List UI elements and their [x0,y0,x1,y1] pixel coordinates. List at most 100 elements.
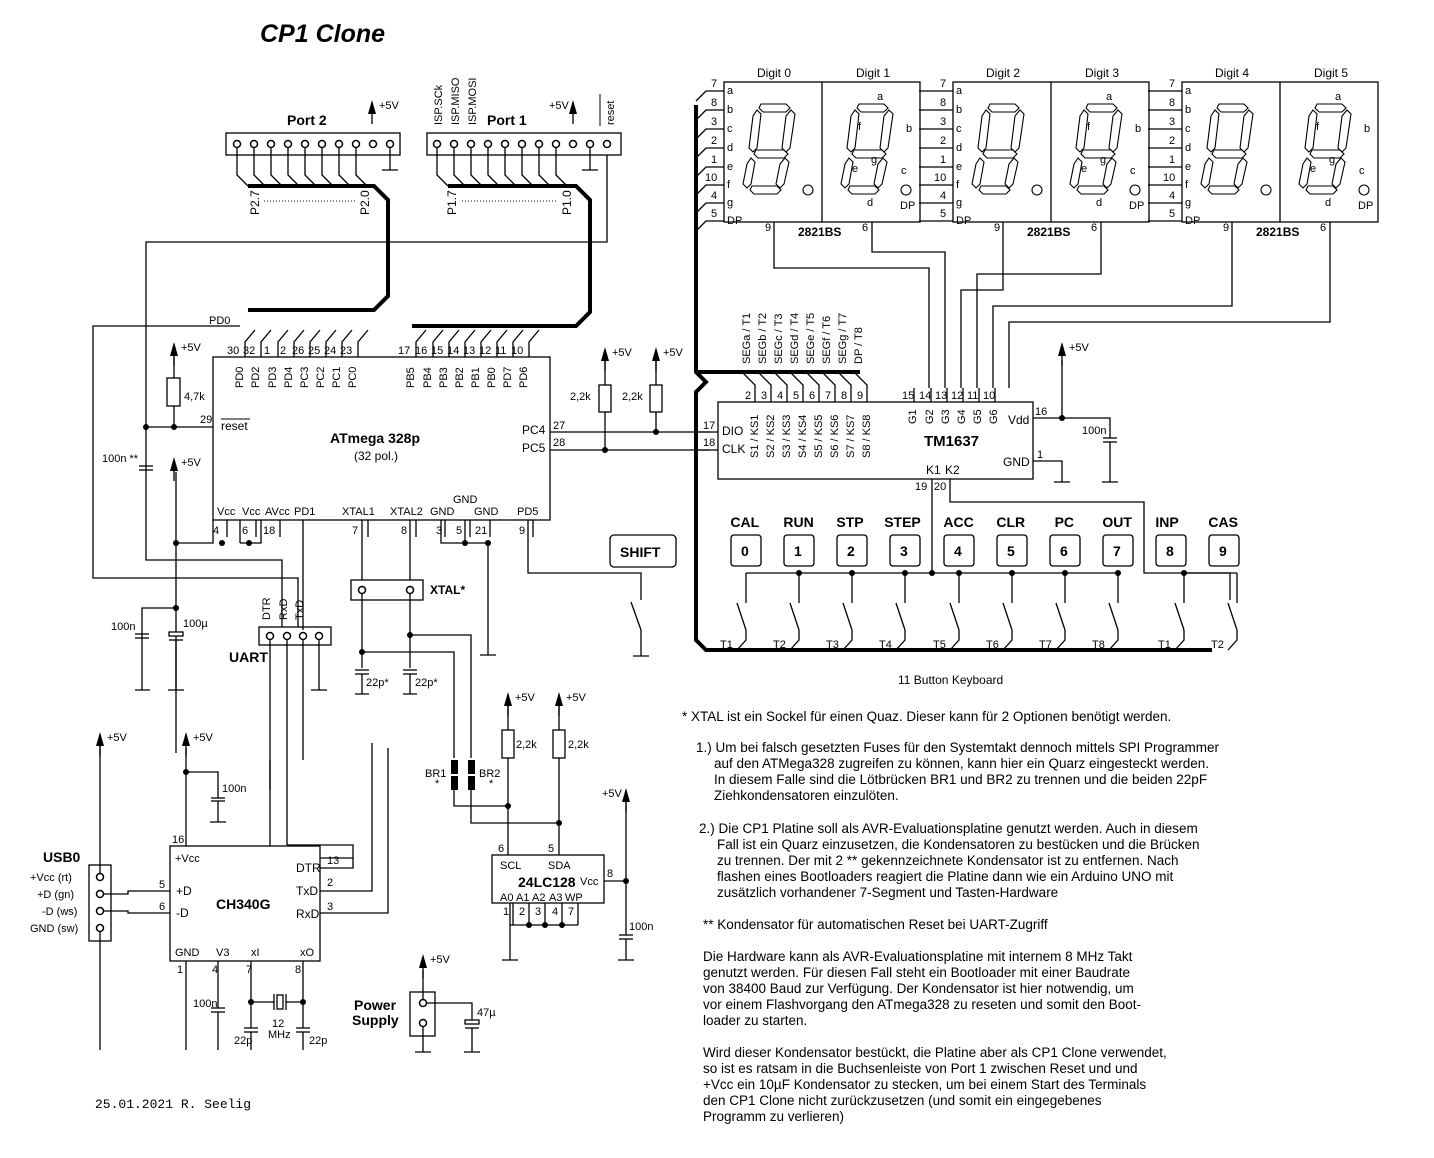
bridge-1-star: * [435,778,440,790]
display-part-number: 2821BS [798,225,841,239]
mcu-pin-name: Vcc [242,506,261,518]
reset-cap-value: 100n ** [102,453,139,465]
tm1637-seg-label: SEGa / T1 [741,313,753,364]
vcc-arrow-icon: +5V [419,954,451,978]
seg-label-g: g [1329,154,1335,166]
tm1637-seg-label: SEGf / T6 [821,316,833,364]
mcu-pin-number: 14 [447,345,459,357]
bridge-1-label: BR1 [425,768,446,780]
tm1637-pin-number: 11 [967,390,978,402]
shift-key[interactable]: SHIFT [609,534,677,568]
seg-label-f: f [1087,121,1091,133]
key-function-label: PC [1055,514,1074,530]
ch340-v3-num: 4 [212,964,218,976]
port-1-label: Port 1 [487,112,527,128]
seg-pin-number: 2 [711,135,717,147]
eeprom-cap: 100n [629,921,653,933]
tm1637-clk-num: 18 [703,437,715,449]
vcc-arrow-icon: +5V [555,692,587,716]
seg-pin-number: 10 [934,172,946,184]
seg-label-c: c [1359,165,1365,177]
mcu-pin-number: 1 [264,345,270,357]
key-function-label: STEP [884,514,921,530]
seg-pin-number: 1 [711,154,717,166]
note-option-1-line: auf den ATMega328 zugreifen zu können, k… [714,756,1209,771]
seg-pin-name: a [727,85,734,97]
tm1637-seg-label: SEGc / T3 [773,313,785,364]
key-function-label: CAS [1208,514,1238,530]
key-switch-label: T1 [1158,639,1171,651]
seg-label-f: f [858,121,862,133]
mcu-pin-number: 17 [398,345,410,357]
common-pin-6: 6 [862,222,868,234]
mcu-pin-number: 25 [308,345,320,357]
tm1637-k1-name: K1 [926,463,941,477]
key-switch-label: T1 [720,639,733,651]
tm1637-key-scan-label: S8 / KS8 [861,415,873,458]
i2c-pullups: 2,2k 2,2k [550,360,710,453]
seg-pin-number: 4 [940,190,946,202]
ch340-xi-num: 7 [246,964,252,976]
port-1-range-end: P1.0 [560,190,574,215]
mcu-pin-name: XTAL2 [390,506,423,518]
seg-pin-number: 7 [1169,78,1175,90]
mcu-pin-name: PD6 [518,367,530,388]
vcc-label: +5V [107,732,128,744]
mcu-pin-name: PC0 [347,367,359,388]
eeprom-addr-num: 7 [568,906,574,918]
seg-label-c: c [901,165,907,177]
ch340-gnd-num: 1 [177,964,183,976]
isp-sck-label: ISP.SCk [433,84,445,125]
seg-label-dp: DP [1129,200,1144,212]
mcu-pin-number: 32 [243,345,255,357]
eeprom-addr-name: A0 [500,892,513,904]
uart-header: DTR RxD TxD UART [229,520,354,860]
usb-pin-dp: +D (gn) [37,889,74,901]
port-1-pin [500,139,510,149]
seg-pin-name: c [956,123,962,135]
seg-label-c: c [1130,165,1136,177]
ch340-rxd-name: RxD [296,907,320,921]
mcu-decoupling-cap: 100n [111,621,135,633]
seg-pin-name: d [956,142,962,154]
note-paragraph-1-line: loader zu starten. [703,1013,807,1028]
mcu-pin-number: 7 [352,525,358,537]
seg-pin-number: 8 [711,97,717,109]
port-1-pin [551,139,561,149]
seg-pin-name: b [1185,104,1191,116]
key-number-label: 5 [1007,543,1015,559]
seg-pin-name: f [727,179,731,191]
port-1-pin [432,139,442,149]
port-1-range-start: P1.7 [445,190,459,215]
key-switch-label: T5 [933,639,946,651]
mcu-pin-number: 6 [242,525,248,537]
seg-pin-number: 10 [1163,172,1175,184]
tm1637-seg-label: SEGg / T7 [837,313,849,364]
power-supply-connector: Power Supply 47µ [352,970,496,1053]
mcu-pin-name: PB1 [470,367,482,388]
ch340-dm-num: 6 [159,901,165,913]
ch340-name: CH340G [216,896,271,912]
mcu-pin-name: PD3 [267,367,279,388]
seg-pin-number: 5 [1169,208,1175,220]
seg-label-e: e [1081,163,1087,175]
tm1637-grid-label: G1 [907,409,919,424]
port-2-pin [334,139,344,149]
port-2-range-start: P2.7 [248,190,262,215]
key-function-label: CLR [996,514,1025,530]
ch340g-chip: CH340G +Vcc 16 +D -D 5 6 DTR TxD RxD 13 … [159,740,389,1050]
vcc-label: +5V [181,342,202,354]
port-2-pin [368,139,378,149]
ch340-xi-cap: 22p [234,1035,252,1047]
ch340-dtr-name: DTR [296,861,321,875]
